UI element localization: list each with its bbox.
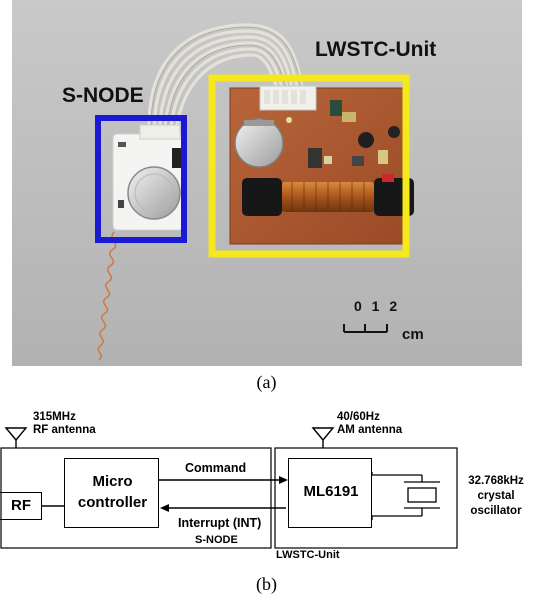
scale-unit: cm (402, 326, 424, 343)
snode-group-box (0, 447, 272, 549)
lwstc-board (229, 85, 414, 245)
photo-illustration (12, 0, 522, 366)
rf-block: RF (0, 492, 42, 520)
microcontroller-block: Micro controller (64, 458, 159, 528)
spring-antenna (97, 231, 117, 361)
command-arrow (159, 476, 288, 484)
lwstc-unit-label: LWSTC-Unit (315, 38, 437, 61)
am-antenna-icon (311, 427, 335, 448)
interrupt-label: Interrupt (INT) (178, 516, 262, 530)
interrupt-arrow (160, 504, 286, 512)
scale-bar (343, 324, 388, 333)
lwstc-box-label: LWSTC-Unit (276, 549, 340, 561)
ml6191-block: ML6191 (288, 458, 372, 528)
lwstc-highlight-box (208, 74, 410, 258)
caption-b: (b) (256, 574, 277, 594)
am-antenna-label: 40/60Hz AM antenna (337, 411, 403, 437)
wire-shadow (150, 26, 302, 146)
crystal-oscillator-label: 32.768kHz crystal oscillator (468, 475, 524, 517)
snode-box-label: S-NODE (195, 534, 238, 546)
rf-antenna-icon (4, 427, 28, 448)
lwstc-group-box (274, 447, 458, 549)
caption-a: (a) (256, 372, 277, 392)
snode-highlight-box (95, 115, 187, 243)
crystal-oscillator-icon (371, 472, 440, 520)
rf-antenna-label: 315MHz RF antenna (33, 411, 96, 437)
snode-board (112, 124, 184, 231)
scale-numbers: 0 1 2 (354, 298, 401, 314)
snode-label: S-NODE (62, 84, 144, 107)
command-label: Command (185, 461, 247, 475)
wire-bundle (147, 23, 304, 147)
device-photo: LWSTC-Unit S-NODE 0 1 2 cm (12, 0, 522, 366)
